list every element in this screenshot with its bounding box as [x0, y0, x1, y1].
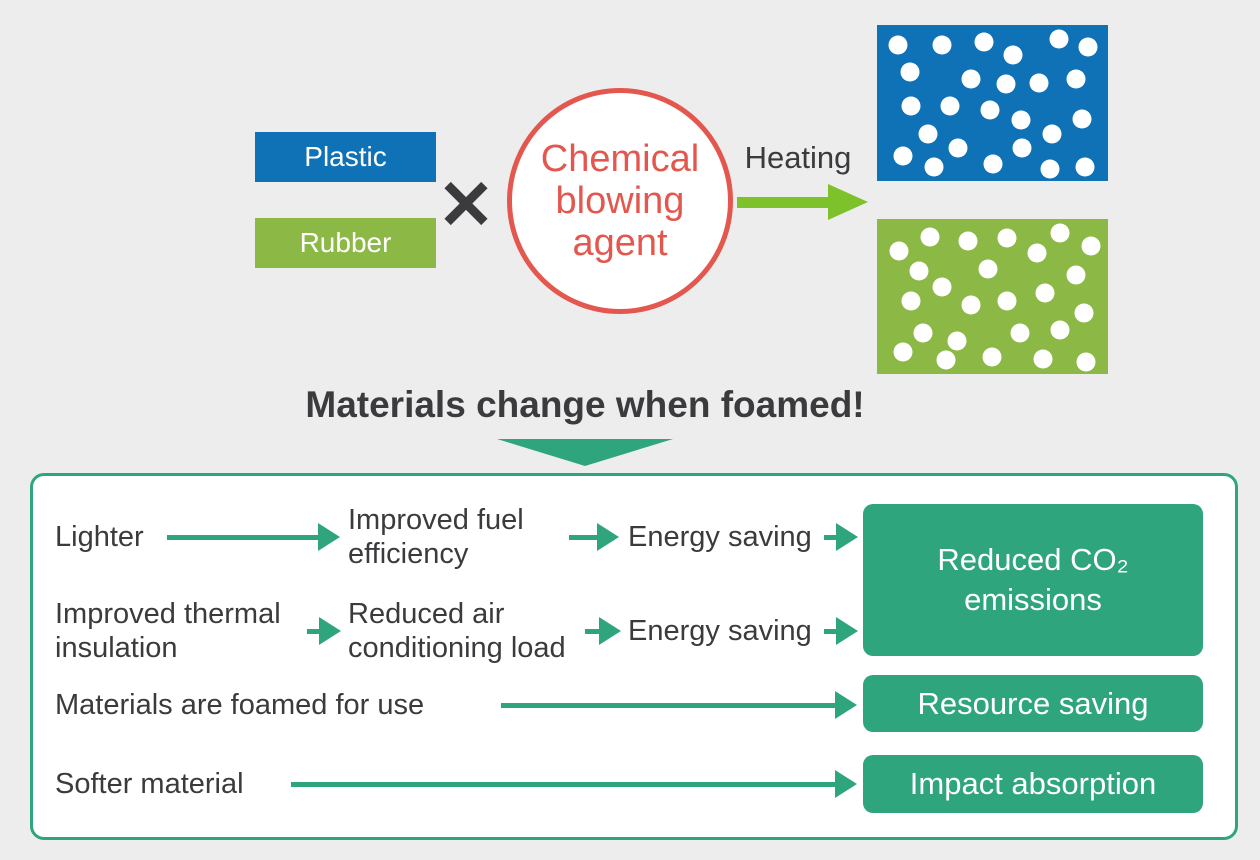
foam-bubble-icon — [1066, 69, 1086, 89]
result-box-resource-saving: Resource saving — [863, 675, 1203, 732]
benefit-label: Energy saving — [628, 615, 812, 647]
foam-bubble-icon — [1066, 265, 1086, 285]
foam-bubble-icon — [1033, 349, 1053, 369]
foam-bubble-icon — [901, 291, 921, 311]
flow-arrow-icon — [569, 523, 619, 551]
benefits-panel: Lighter Improved fuel efficiency Energy … — [30, 473, 1238, 840]
foam-bubble-icon — [909, 261, 929, 281]
foam-bubble-icon — [1035, 283, 1055, 303]
foam-bubble-icon — [888, 35, 908, 55]
foam-bubble-icon — [978, 259, 998, 279]
benefit-label: Reduced air conditioning load — [348, 598, 566, 664]
foam-bubble-icon — [997, 228, 1017, 248]
foam-bubble-icon — [918, 124, 938, 144]
foam-bubble-icon — [1075, 157, 1095, 177]
foam-bubble-icon — [1029, 73, 1049, 93]
foam-bubble-icon — [997, 291, 1017, 311]
foam-bubble-icon — [947, 331, 967, 351]
benefit-label: Improved fuel efficiency — [348, 504, 524, 570]
foam-bubble-icon — [920, 227, 940, 247]
benefit-label: Improved thermal insulation — [55, 598, 281, 664]
flow-arrow-icon — [585, 617, 621, 645]
foam-bubble-icon — [1012, 138, 1032, 158]
foam-bubble-icon — [889, 241, 909, 261]
flow-arrow-icon — [291, 770, 857, 798]
foam-bubble-icon — [958, 231, 978, 251]
benefit-label: Materials are foamed for use — [55, 689, 425, 721]
foam-bubble-icon — [893, 146, 913, 166]
foam-bubble-icon — [940, 96, 960, 116]
foam-bubble-icon — [1003, 45, 1023, 65]
flow-arrow-icon — [501, 691, 857, 719]
foamed-rubber-box — [877, 219, 1108, 374]
foam-bubble-icon — [974, 32, 994, 52]
foam-bubble-icon — [1027, 243, 1047, 263]
multiply-icon — [444, 181, 488, 225]
flow-arrow-icon — [167, 523, 340, 551]
result-box-reduced-co2-emissions: Reduced CO₂ emissions — [863, 504, 1203, 656]
foam-bubble-icon — [893, 342, 913, 362]
plastic-box: Plastic — [255, 132, 436, 182]
foam-bubble-icon — [980, 100, 1000, 120]
foam-bubble-icon — [1074, 303, 1094, 323]
foamed-plastic-box — [877, 25, 1108, 181]
foam-bubble-icon — [1081, 236, 1101, 256]
foam-bubble-icon — [900, 62, 920, 82]
heating-label: Heating — [744, 140, 852, 175]
rubber-box: Rubber — [255, 218, 436, 268]
foam-bubble-icon — [924, 157, 944, 177]
foam-bubble-icon — [961, 295, 981, 315]
foam-bubble-icon — [1072, 109, 1092, 129]
foam-bubble-icon — [913, 323, 933, 343]
foam-bubble-icon — [901, 96, 921, 116]
benefit-label: Lighter — [55, 521, 144, 553]
agent-label: Chemical blowing agent — [540, 138, 700, 264]
result-box-impact-absorption: Impact absorption — [863, 755, 1203, 813]
headline: Materials change when foamed! — [305, 384, 865, 425]
foam-bubble-icon — [1040, 159, 1060, 179]
benefit-label: Energy saving — [628, 521, 812, 553]
plastic-label: Plastic — [304, 141, 387, 172]
foam-bubble-icon — [983, 154, 1003, 174]
foam-bubble-icon — [1076, 352, 1096, 372]
foam-bubble-icon — [961, 69, 981, 89]
foam-bubble-icon — [1042, 124, 1062, 144]
foam-bubble-icon — [1010, 323, 1030, 343]
rubber-label: Rubber — [299, 227, 392, 258]
foam-bubble-icon — [948, 138, 968, 158]
foam-bubble-icon — [982, 347, 1002, 367]
foam-bubble-icon — [1011, 110, 1031, 130]
foam-bubble-icon — [1049, 29, 1069, 49]
foam-bubble-icon — [1050, 320, 1070, 340]
foam-bubble-icon — [932, 35, 952, 55]
foam-bubble-icon — [1050, 223, 1070, 243]
down-arrow-icon — [497, 439, 673, 466]
foam-bubble-icon — [1078, 37, 1098, 57]
foam-bubble-icon — [936, 350, 956, 370]
foam-bubble-icon — [996, 74, 1016, 93]
chemical-blowing-agent-circle: Chemical blowing agent — [507, 88, 733, 314]
heating-arrow-icon — [737, 184, 868, 220]
foam-bubble-icon — [932, 277, 952, 297]
benefit-label: Softer material — [55, 768, 244, 800]
flow-arrow-icon — [824, 617, 858, 645]
flow-arrow-icon — [307, 617, 341, 645]
flow-arrow-icon — [824, 523, 858, 551]
